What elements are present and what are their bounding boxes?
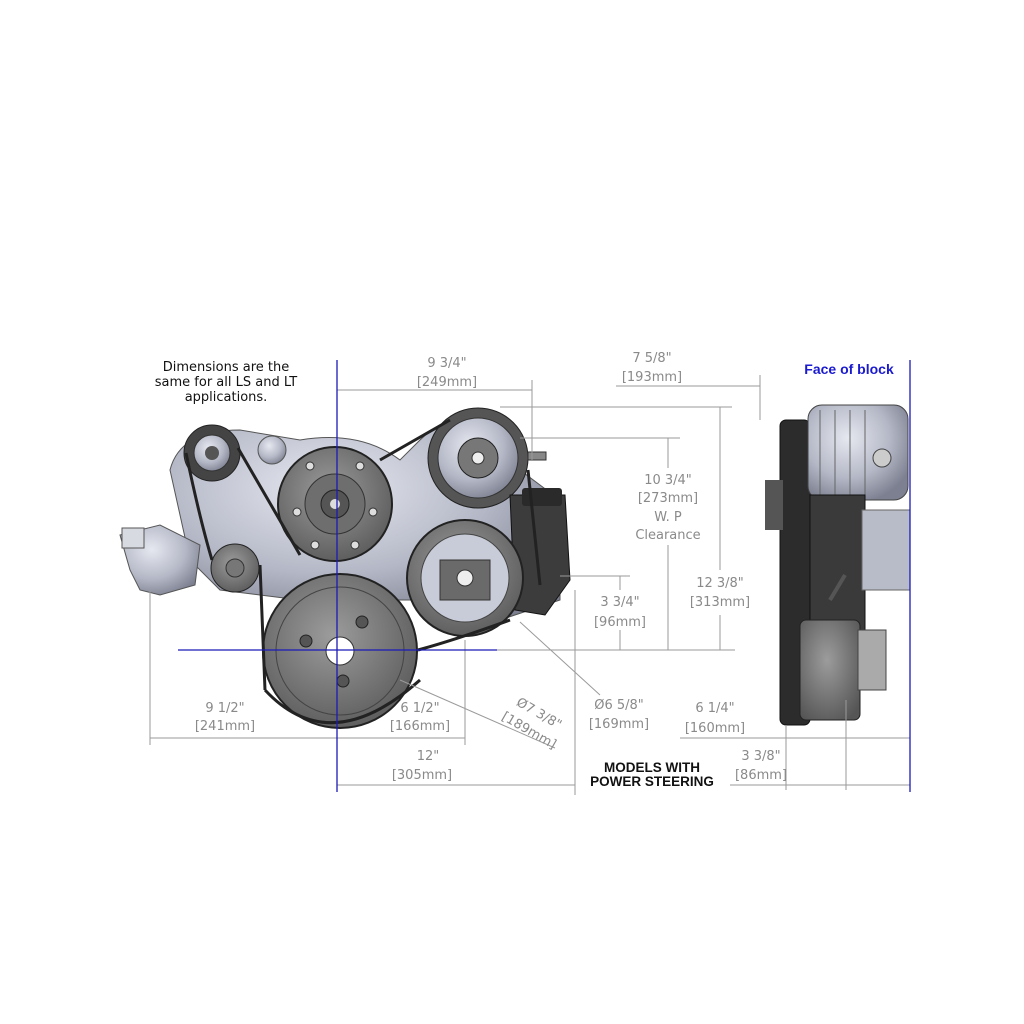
face-of-block-label: Face of block [804, 361, 894, 377]
boss [257, 435, 287, 465]
dim-overall-width-in: 12" [417, 749, 440, 764]
dim-wp-width-in: 9 3/4" [427, 356, 466, 371]
side-alternator [807, 404, 909, 501]
note-line-3: applications. [185, 390, 268, 405]
dim-side-top-mm: [193mm] [622, 370, 682, 385]
serpentine-belt [184, 418, 542, 724]
dim-wp-clearance-label-2: Clearance [635, 528, 700, 543]
models-label-line-1: MODELS WITH [604, 760, 700, 775]
dim-side-depth-in: 6 1/4" [695, 701, 734, 716]
note-line-2: same for all LS and LT [155, 375, 298, 390]
dimension-labels: 9 3/4" [249mm] 7 5/8" [193mm] 10 3/4" [2… [195, 351, 787, 783]
front-view-engine [119, 407, 571, 729]
dim-left-width-in: 9 1/2" [205, 701, 244, 716]
outlet-spout [121, 527, 145, 549]
side-crank-pulley [799, 619, 861, 721]
dim-ps-offset-in: 6 1/2" [400, 701, 439, 716]
models-label-line-2: POWER STEERING [590, 774, 714, 789]
dim-left-width-mm: [241mm] [195, 719, 255, 734]
dim-total-height-mm: [313mm] [690, 595, 750, 610]
note-line-1: Dimensions are the [163, 360, 290, 375]
dim-ps-height-mm: [96mm] [594, 615, 646, 630]
side-ps-pump [809, 494, 866, 641]
dim-side-crank-mm: [86mm] [735, 768, 787, 783]
dim-ps-height-in: 3 3/4" [600, 595, 639, 610]
side-view-engine [765, 404, 911, 726]
dim-side-top-in: 7 5/8" [632, 351, 671, 366]
dim-side-depth-mm: [160mm] [685, 721, 745, 736]
dim-total-height-in: 12 3/8" [696, 576, 744, 591]
dim-side-crank-in: 3 3/8" [741, 749, 780, 764]
note-text: Dimensions are the same for all LS and L… [155, 360, 298, 405]
dim-wp-clearance-label-1: W. P [654, 510, 682, 525]
dim-wp-clearance-mm: [273mm] [638, 491, 698, 506]
dimension-lines [149, 360, 911, 795]
dim-wp-width-mm: [249mm] [417, 375, 477, 390]
dim-ps-offset-mm: [166mm] [390, 719, 450, 734]
dim-ps-dia-mm: [169mm] [589, 717, 649, 732]
dim-overall-width-mm: [305mm] [392, 768, 452, 783]
dim-wp-clearance-in: 10 3/4" [644, 473, 692, 488]
dim-ps-dia-in: Ø6 5/8" [594, 698, 644, 713]
alternator-terminal [527, 451, 547, 461]
